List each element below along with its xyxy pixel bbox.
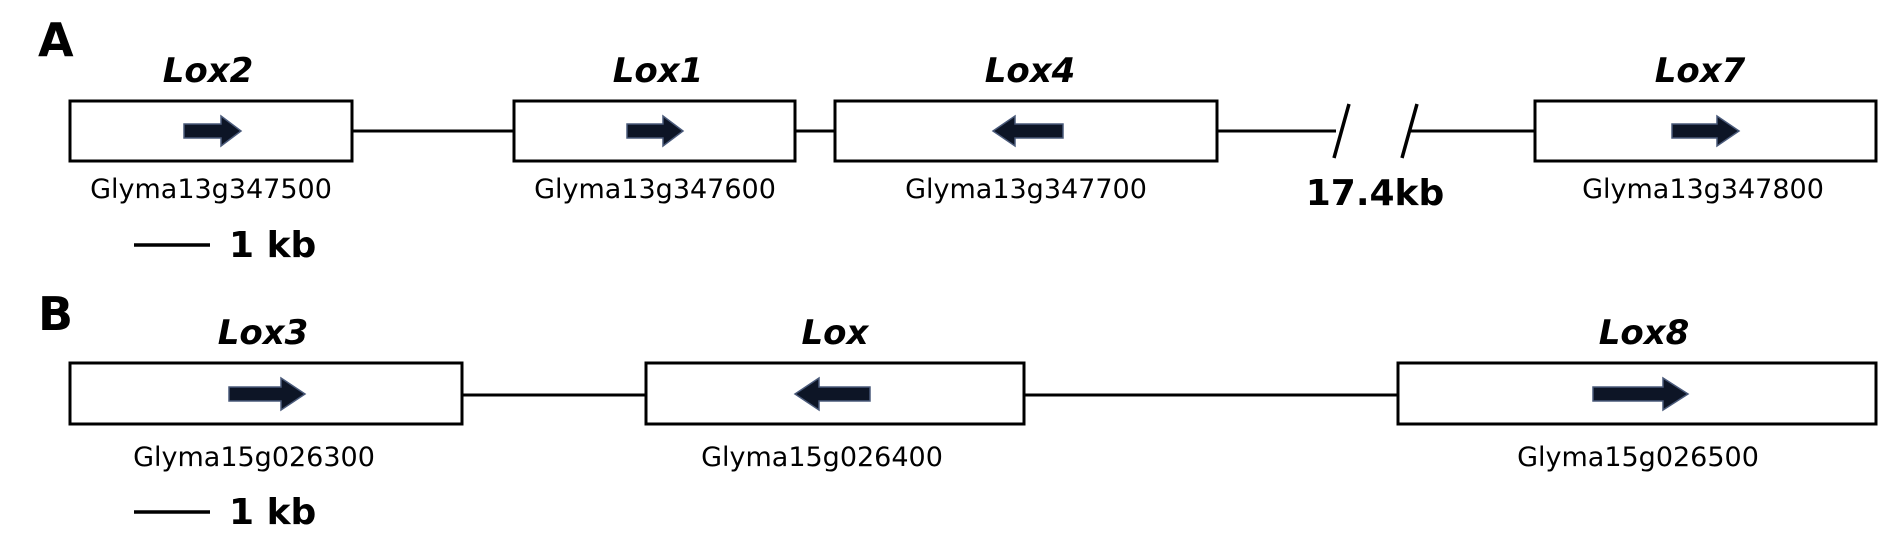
arrow-right-icon <box>228 376 307 412</box>
panel-a-label: A <box>38 13 74 67</box>
gene-id: Glyma13g347800 <box>1582 174 1824 205</box>
gene-id: Glyma13g347600 <box>534 174 776 205</box>
scale-bar-label: 1 kb <box>229 225 316 266</box>
gene-id: Glyma15g026300 <box>133 442 375 473</box>
gene-lox8: Lox8 Glyma15g026500 <box>1396 313 1878 473</box>
gene-lox: Lox Glyma15g026400 <box>644 313 1026 473</box>
gene-id: Glyma15g026500 <box>1517 442 1759 473</box>
panel-b: B Lox3 Glyma15g026300 Lox Glyma15g026400… <box>38 287 1878 533</box>
gene-lox3: Lox3 Glyma15g026300 <box>68 313 464 473</box>
arrow-left-icon <box>793 376 871 412</box>
gene-name: Lox2 <box>163 51 254 91</box>
gene-id: Glyma15g026400 <box>701 442 943 473</box>
gene-box <box>833 99 1219 163</box>
gene-name: Lox7 <box>1655 51 1746 91</box>
arrow-right-icon <box>1671 114 1741 148</box>
arrow-right-icon <box>183 114 243 148</box>
arrow-right-icon <box>626 114 685 148</box>
break-mark-right <box>1400 103 1419 159</box>
gene-id: Glyma13g347500 <box>90 174 332 205</box>
gene-name: Lox <box>802 313 870 353</box>
gene-lox1: Lox1 Glyma13g347600 <box>512 51 797 205</box>
gene-name: Lox4 <box>985 51 1076 91</box>
panel-a: A 17.4kb Lox2 Glyma13g347500 Lox1 Glyma1… <box>38 13 1878 266</box>
scale-bar: 1 kb <box>134 492 316 533</box>
gene-name: Lox3 <box>218 313 309 353</box>
arrow-right-icon <box>1592 376 1690 412</box>
gene-lox2: Lox2 Glyma13g347500 <box>68 51 354 205</box>
scale-bar-label: 1 kb <box>229 492 316 533</box>
panel-b-label: B <box>38 287 73 341</box>
gene-id: Glyma13g347700 <box>905 174 1147 205</box>
gene-name: Lox1 <box>613 51 704 91</box>
scale-bar: 1 kb <box>134 225 316 266</box>
arrow-left-icon <box>991 114 1064 148</box>
gene-name: Lox8 <box>1599 313 1690 353</box>
gene-lox4: Lox4 Glyma13g347700 <box>833 51 1219 205</box>
break-mark-left <box>1332 103 1351 159</box>
gap-distance-label: 17.4kb <box>1306 173 1445 214</box>
gene-lox7: Lox7 Glyma13g347800 <box>1533 51 1878 205</box>
